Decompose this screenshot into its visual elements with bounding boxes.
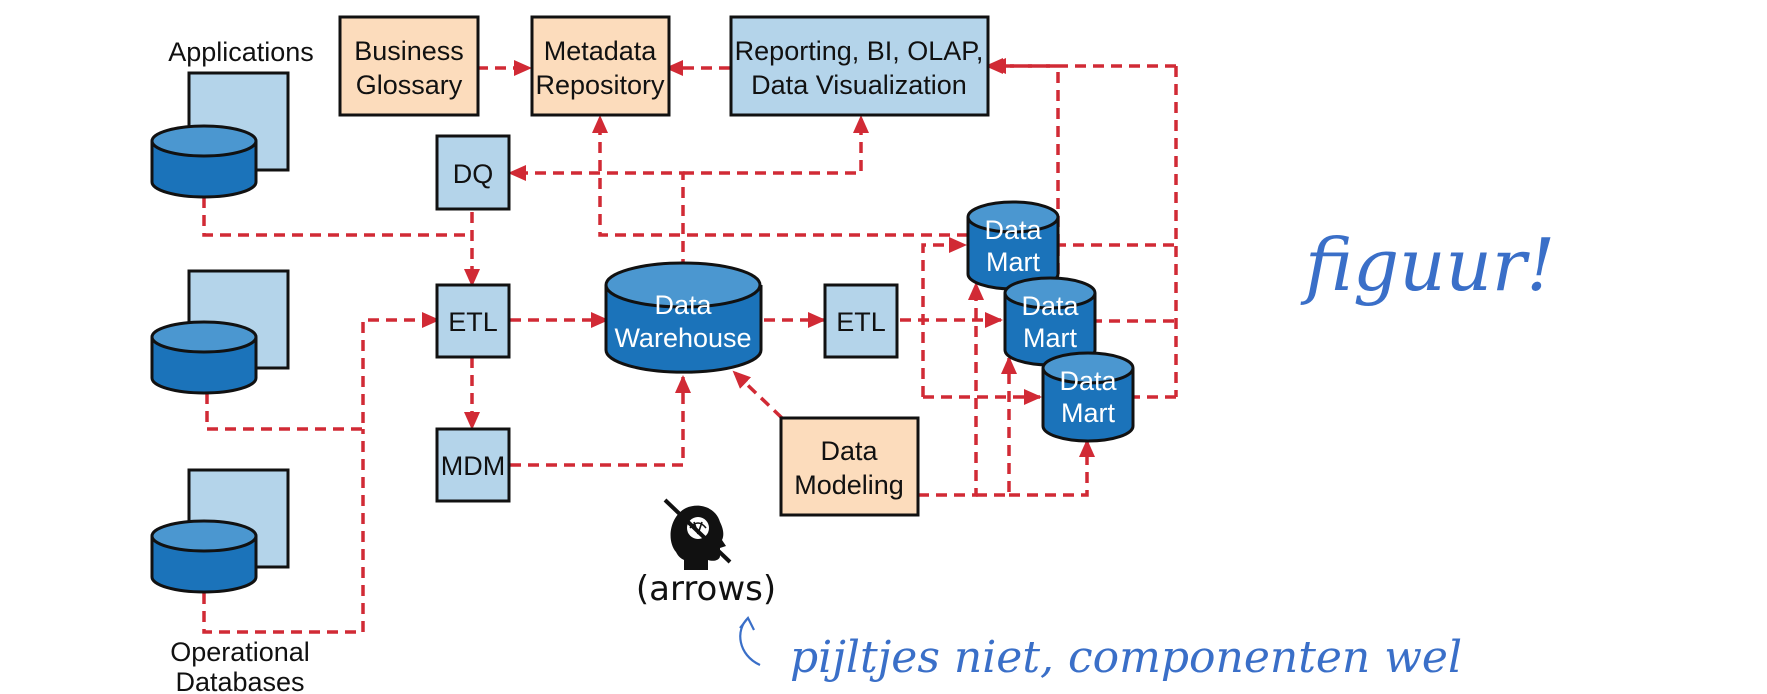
arrow-mart-to-metadata <box>592 115 968 237</box>
svg-text:Data Visualization: Data Visualization <box>751 70 967 100</box>
arrow-modeling-to-mart2 <box>976 356 1017 497</box>
dq-box: DQ <box>435 134 511 211</box>
etl-box-left: ETL <box>435 283 511 359</box>
arrow-opdb2-to-etl <box>205 312 440 431</box>
svg-text:Business: Business <box>354 36 464 66</box>
data-mart-1: Data Mart <box>966 200 1060 291</box>
svg-text:Data: Data <box>820 436 878 466</box>
svg-text:Mart: Mart <box>1023 323 1077 353</box>
mdm-box: MDM <box>435 427 511 503</box>
svg-text:Reporting, BI, OLAP,: Reporting, BI, OLAP, <box>735 36 984 66</box>
handwritten-pointer-icon <box>739 615 761 667</box>
application-database <box>150 71 290 199</box>
business-glossary-box: Business Glossary <box>338 15 480 117</box>
svg-text:MDM: MDM <box>441 451 505 481</box>
data-warehouse-cylinder: Data Warehouse <box>604 261 763 374</box>
operational-databases-label-line2: Databases <box>175 667 304 694</box>
arrow-modeling-to-mart3 <box>1009 439 1095 497</box>
data-mart-2: Data Mart <box>1003 276 1097 367</box>
svg-text:Mart: Mart <box>986 247 1040 277</box>
svg-text:Data: Data <box>654 290 712 320</box>
svg-text:DQ: DQ <box>453 159 494 189</box>
etl-box-right: ETL <box>823 283 899 359</box>
svg-text:Metadata: Metadata <box>544 36 658 66</box>
svg-text:Glossary: Glossary <box>356 70 463 100</box>
arrow-app-to-etl <box>202 197 472 237</box>
handwritten-comment: pijltjes niet, componenten wel <box>790 632 1462 683</box>
metadata-repository-box: Metadata Repository <box>530 15 671 117</box>
svg-text:ETL: ETL <box>836 307 886 337</box>
arrow-mdm-to-dw <box>510 375 691 467</box>
data-modeling-box: Data Modeling <box>779 416 920 517</box>
svg-text:Data: Data <box>1021 291 1079 321</box>
svg-text:Repository: Repository <box>535 70 665 100</box>
svg-text:Warehouse: Warehouse <box>614 323 751 353</box>
svg-text:Data: Data <box>1059 366 1117 396</box>
operational-database-2 <box>150 468 290 594</box>
applications-label: Applications <box>168 37 314 67</box>
data-mart-3: Data Mart <box>1041 351 1135 443</box>
operational-database-1 <box>150 269 290 395</box>
arrows-note: (arrows) <box>636 569 776 609</box>
svg-text:ETL: ETL <box>448 307 498 337</box>
arrow-modeling-to-dw <box>732 370 784 420</box>
handwritten-figure-note: figuur! <box>1300 223 1555 307</box>
arrow-modeling-to-mart1 <box>918 282 984 497</box>
arrow-dq-to-reporting <box>683 115 869 175</box>
svg-text:Modeling: Modeling <box>794 470 904 500</box>
arrow-dw-to-dq <box>508 165 685 270</box>
brain-head-crossed-icon <box>663 498 732 570</box>
svg-text:Data: Data <box>984 215 1042 245</box>
reporting-bi-olap-box: Reporting, BI, OLAP, Data Visualization <box>729 15 990 117</box>
connector-layer <box>202 66 1178 634</box>
arrow-split-to-mart1 <box>921 237 967 397</box>
line-opdb3-to-etl <box>202 429 365 634</box>
svg-text:Mart: Mart <box>1061 398 1115 428</box>
operational-databases-label-line1: Operational <box>170 637 310 667</box>
